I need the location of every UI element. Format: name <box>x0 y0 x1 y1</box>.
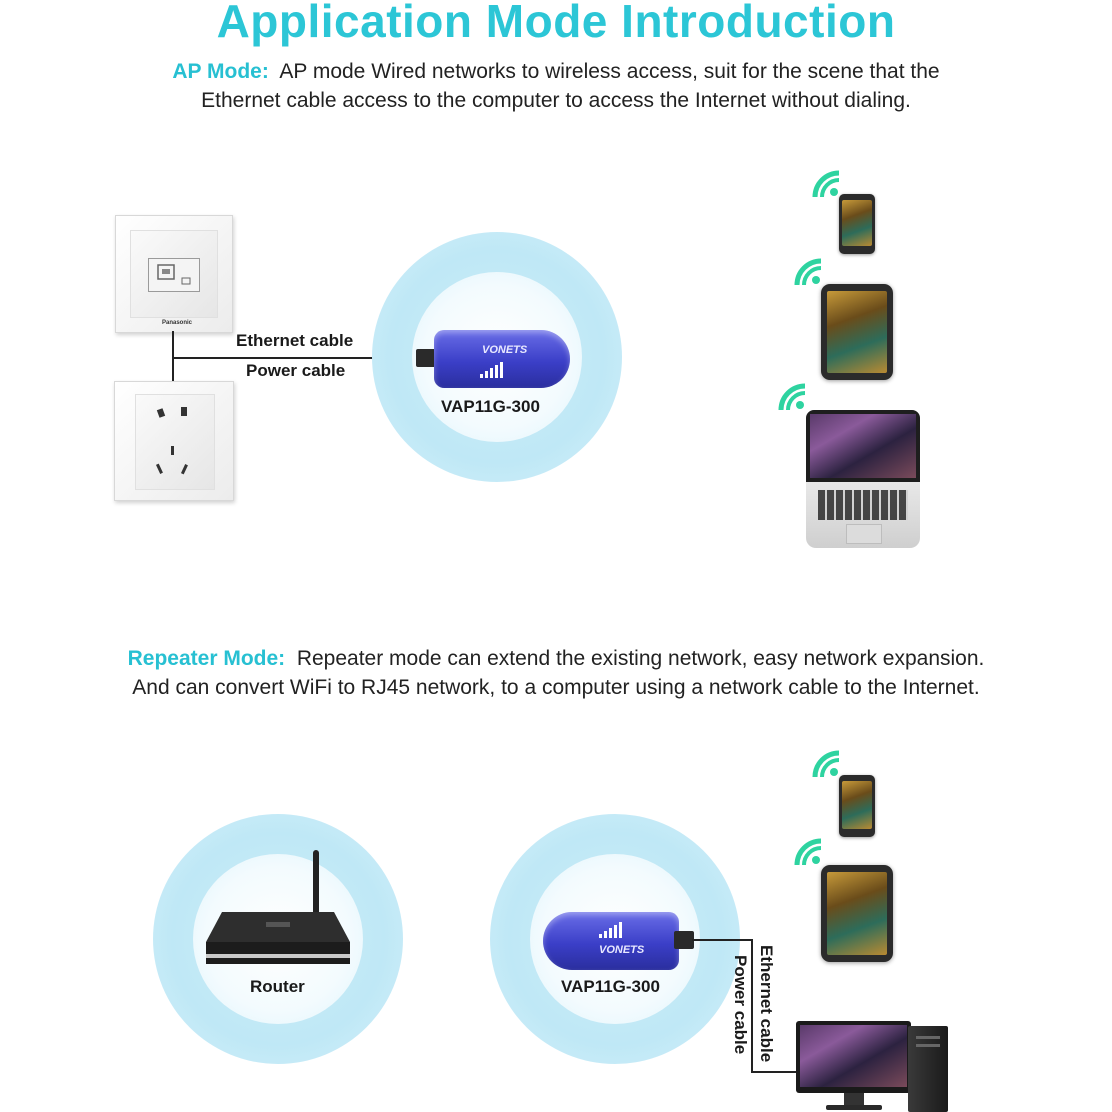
router-icon <box>206 850 350 964</box>
repeater-device-label: VAP11G-300 <box>561 977 660 996</box>
ap-power-cable-label: Power cable <box>246 361 346 380</box>
ap-mode-text-line1: AP mode Wired networks to wireless acces… <box>279 60 940 83</box>
phone-icon <box>839 775 875 837</box>
repeater-adapter-brand: VONETS <box>599 944 645 956</box>
wifi-icon <box>794 838 822 866</box>
wifi-icon <box>778 383 806 411</box>
repeater-power-cable-label: Power cable <box>731 955 750 1055</box>
power-socket-icon <box>155 407 188 475</box>
repeater-mode-text-line2: And can convert WiFi to RJ45 network, to… <box>132 676 980 699</box>
ap-adapter-plug <box>416 349 436 367</box>
ap-cable-line <box>172 357 420 359</box>
wifi-adapter-icon: VONETS <box>434 330 570 388</box>
ap-mode-text-line2: Ethernet cable access to the computer to… <box>201 89 911 112</box>
wifi-icon <box>812 170 840 198</box>
ap-adapter-brand: VONETS <box>482 344 528 356</box>
wifi-icon <box>794 258 822 286</box>
repeater-cable-to-pc <box>751 1071 801 1073</box>
wifi-icon <box>812 750 840 778</box>
ethernet-wall-plate: Panasonic <box>115 215 233 333</box>
repeater-cable-line <box>692 939 752 941</box>
phone-icon <box>839 194 875 254</box>
repeater-cable-vertical <box>751 939 753 1072</box>
repeater-mode-text-line1: Repeater mode can extend the existing ne… <box>296 647 985 670</box>
repeater-adapter-plug <box>674 931 694 949</box>
router-label: Router <box>250 977 305 996</box>
repeater-mode-description: Repeater Mode: Repeater mode can extend … <box>0 644 1112 702</box>
tablet-icon <box>821 865 893 962</box>
signal-bars-icon <box>599 922 622 938</box>
tablet-icon <box>821 284 893 380</box>
repeater-ethernet-cable-label: Ethernet cable <box>757 945 776 1063</box>
ap-ethernet-cable-label: Ethernet cable <box>236 331 354 350</box>
page-title: Application Mode Introduction <box>216 0 896 47</box>
ap-mode-description: AP Mode: AP mode Wired networks to wirel… <box>0 57 1112 115</box>
signal-bars-icon <box>480 362 503 378</box>
laptop-icon <box>806 410 920 548</box>
ap-mode-lead: AP Mode: <box>172 60 269 83</box>
ap-device-label: VAP11G-300 <box>441 397 540 416</box>
wifi-adapter-icon: VONETS <box>543 912 679 970</box>
wall-connector-line <box>172 331 174 381</box>
ethernet-socket-icon <box>148 258 200 292</box>
repeater-mode-lead: Repeater Mode: <box>127 647 286 670</box>
power-wall-socket <box>114 381 234 501</box>
desktop-pc-icon <box>796 1021 948 1112</box>
